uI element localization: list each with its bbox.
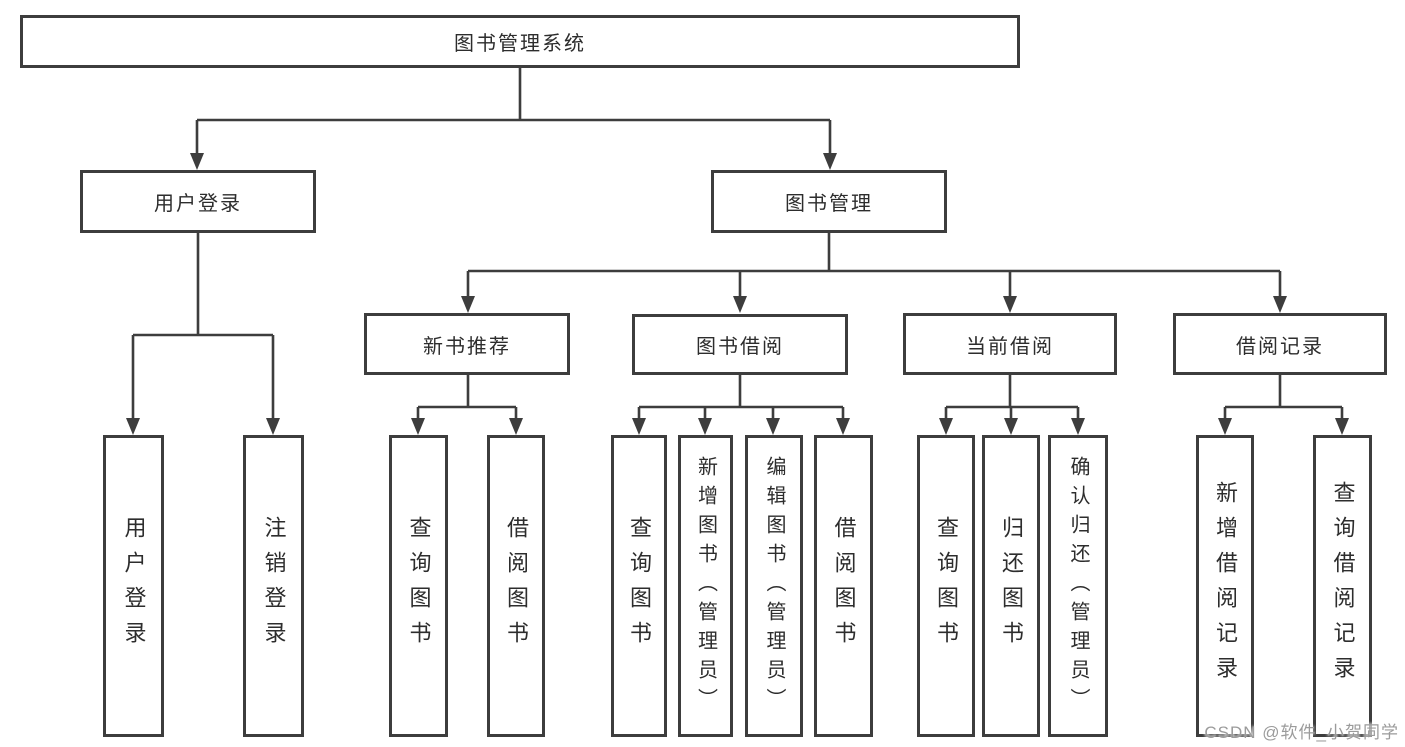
node-leaf-query-borrow-record: 查询借阅记录 <box>1313 435 1372 737</box>
node-leaf-query-books-3: 查询图书 <box>917 435 975 737</box>
edge-borrowing-records-children <box>1218 375 1349 435</box>
node-current-borrowing: 当前借阅 <box>903 313 1117 375</box>
node-label: 查询图书 <box>627 516 652 656</box>
node-label: 注销登录 <box>261 516 287 656</box>
node-label: 新增图书（管理员） <box>694 455 717 717</box>
node-label: 查询图书 <box>406 516 432 656</box>
node-label: 用户登录 <box>154 193 242 215</box>
edge-new-book-recommend-children <box>411 375 523 435</box>
node-label: 借阅图书 <box>831 516 857 656</box>
node-leaf-confirm-return-admin: 确认归还（管理员） <box>1048 435 1108 737</box>
node-label: 编辑图书（管理员） <box>763 455 785 717</box>
edge-current-borrowing-children <box>939 375 1085 435</box>
node-leaf-add-borrow-record: 新增借阅记录 <box>1196 435 1254 737</box>
node-label: 图书管理系统 <box>454 33 586 55</box>
node-label: 归还图书 <box>999 516 1024 656</box>
node-leaf-borrow-books-2: 借阅图书 <box>814 435 873 737</box>
edge-book-borrowing-children <box>632 375 850 435</box>
node-leaf-return-book: 归还图书 <box>982 435 1040 737</box>
node-borrowing-records: 借阅记录 <box>1173 313 1387 375</box>
edge-book-management-children <box>461 233 1287 313</box>
node-book-management: 图书管理 <box>711 170 947 233</box>
node-user-login: 用户登录 <box>80 170 316 233</box>
edge-user-login-children <box>126 233 280 435</box>
node-leaf-query-books-2: 查询图书 <box>611 435 667 737</box>
edge-root-to-level2 <box>190 68 837 170</box>
node-label: 查询图书 <box>934 516 959 656</box>
node-library-system-root: 图书管理系统 <box>20 15 1020 68</box>
node-label: 图书借阅 <box>696 336 784 358</box>
node-leaf-borrow-books-1: 借阅图书 <box>487 435 545 737</box>
node-label: 借阅图书 <box>504 516 529 656</box>
node-leaf-add-book-admin: 新增图书（管理员） <box>678 435 733 737</box>
node-leaf-query-books-1: 查询图书 <box>389 435 448 737</box>
node-label: 新书推荐 <box>423 335 511 358</box>
node-label: 新增借阅记录 <box>1213 481 1238 691</box>
node-label: 查询借阅记录 <box>1330 481 1356 691</box>
node-leaf-edit-book-admin: 编辑图书（管理员） <box>745 435 803 737</box>
node-label: 确认归还（管理员） <box>1067 455 1089 717</box>
node-label: 当前借阅 <box>966 335 1054 358</box>
node-leaf-logout: 注销登录 <box>243 435 304 737</box>
node-label: 用户登录 <box>121 516 147 656</box>
node-book-borrowing: 图书借阅 <box>632 314 848 375</box>
node-new-book-recommend: 新书推荐 <box>364 313 570 375</box>
node-leaf-user-login: 用户登录 <box>103 435 164 737</box>
node-label: 借阅记录 <box>1236 335 1324 358</box>
csdn-watermark: CSDN @软件_小贺同学 <box>1204 723 1399 742</box>
node-label: 图书管理 <box>785 193 873 215</box>
